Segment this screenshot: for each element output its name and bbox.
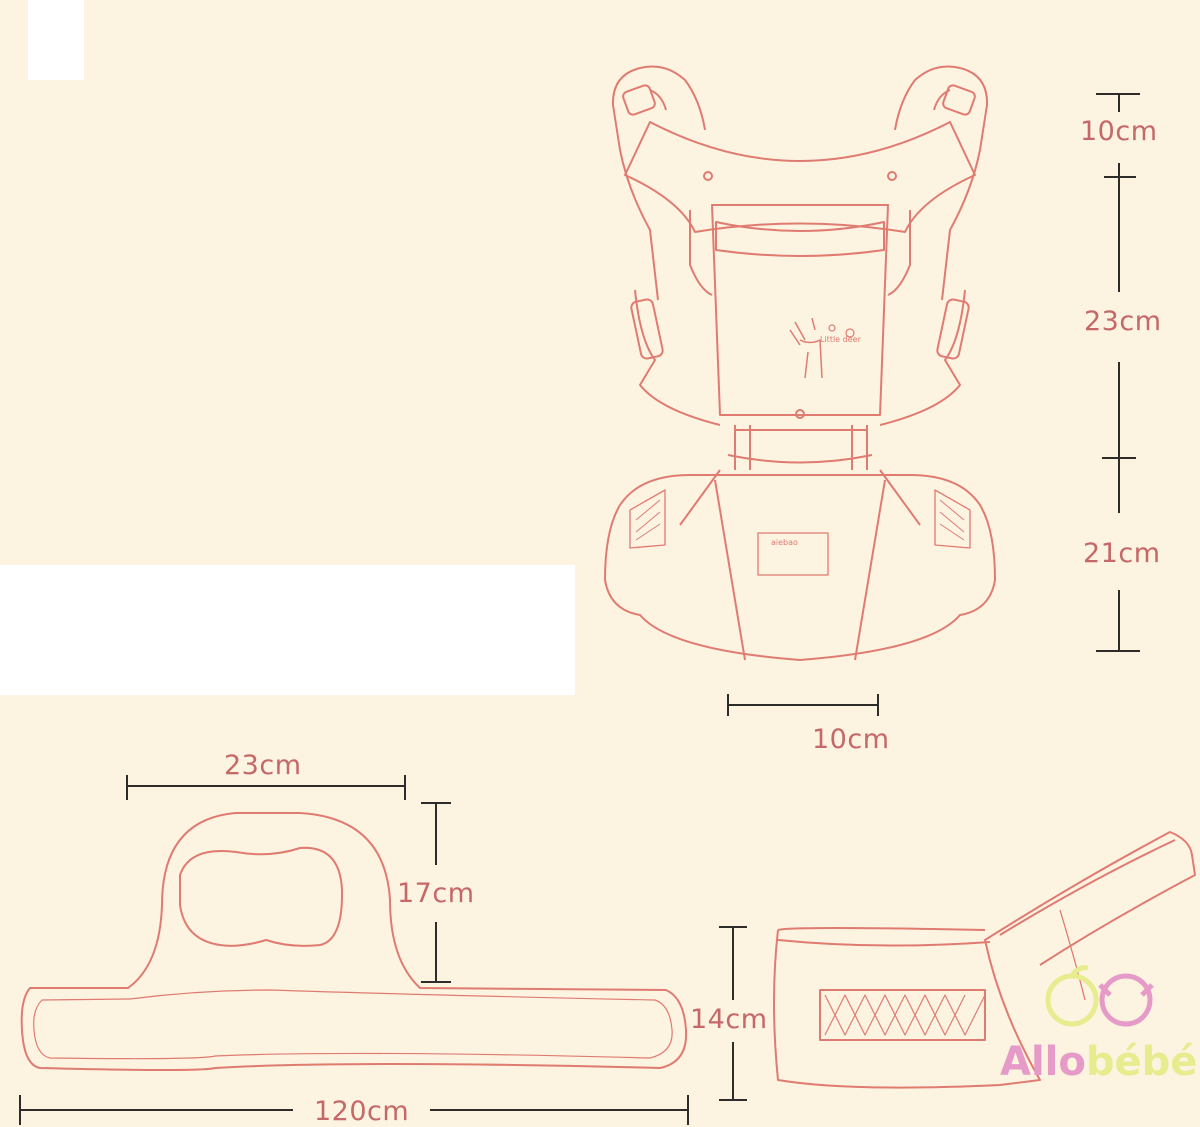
logo-part-allo: Allo (1000, 1039, 1086, 1085)
carrier-front-view (604, 65, 996, 661)
blank-patch (0, 565, 575, 695)
waist-tag-text: aiebao (771, 538, 798, 547)
front-dimension-lines (727, 93, 1140, 716)
waist-depth-label: 10cm (812, 724, 890, 755)
logo-part-bebe: bébé (1085, 1039, 1198, 1085)
blank-patch (28, 0, 84, 80)
seat-width-label: 23cm (224, 750, 302, 781)
logo-icons (1045, 965, 1154, 1027)
hip-seat-side-view (773, 831, 1196, 1089)
belt-length-label: 120cm (314, 1096, 410, 1127)
candy-icon (1099, 973, 1153, 1027)
apple-icon (1045, 973, 1099, 1027)
brand-logo: Allobébé (1000, 1042, 1197, 1082)
waist-height-label: 21cm (1083, 538, 1161, 569)
hip-seat-top-view (20, 812, 688, 1071)
seat-dimension-lines (19, 775, 689, 1125)
body-height-label: 23cm (1084, 306, 1162, 337)
top-height-label: 10cm (1080, 116, 1158, 147)
seat-height-label: 17cm (397, 878, 475, 909)
seat-side-height-label: 14cm (690, 1004, 768, 1035)
hood-tag-text: Little deer (820, 335, 862, 344)
side-dimension-lines (719, 926, 747, 1101)
